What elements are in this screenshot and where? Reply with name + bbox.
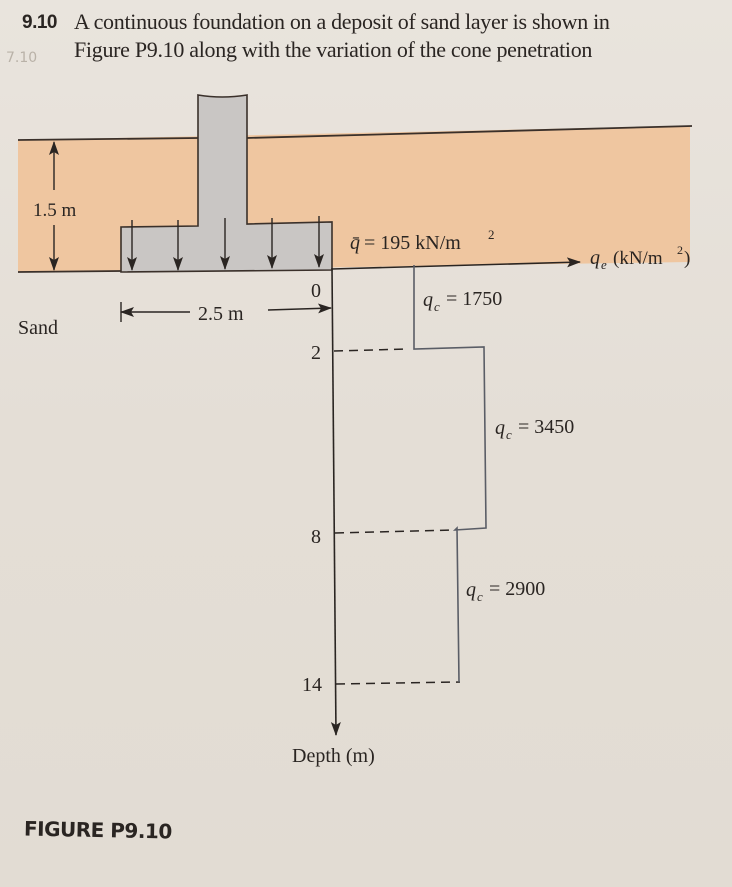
svg-text:(kN/m: (kN/m	[613, 248, 663, 269]
foundation-base-line	[17, 270, 122, 273]
svg-text:2: 2	[488, 227, 495, 242]
svg-text:c: c	[434, 299, 440, 314]
svg-text:q: q	[466, 579, 476, 601]
svg-text:c: c	[477, 589, 483, 604]
ground-surface-left	[17, 137, 199, 141]
depth-axis	[330, 267, 341, 736]
qc-label-2900: q c = 2900	[466, 578, 545, 604]
svg-text:= 195 kN/m: = 195 kN/m	[364, 232, 461, 254]
depth-dimension-label: 1.5 m	[33, 200, 77, 221]
svg-text:= 3450: = 3450	[518, 416, 574, 438]
soil-label: Sand	[18, 317, 58, 339]
svg-text:q: q	[590, 247, 600, 269]
qc-label-1750: q c = 1750	[423, 288, 502, 314]
x-axis-label: q e (kN/m 2 )	[590, 243, 690, 272]
svg-text:= 2900: = 2900	[489, 578, 545, 600]
foundation	[120, 94, 333, 273]
svg-text:): )	[684, 248, 690, 269]
width-dimension-label: 2.5 m	[198, 303, 244, 325]
pencil-annotation: 7.10	[6, 50, 38, 66]
pressure-arrows	[127, 216, 324, 271]
svg-text:= 1750: = 1750	[446, 288, 502, 310]
depth-tick-0: 0	[311, 280, 321, 302]
problem-text-line-1: A continuous foundation on a deposit of …	[74, 9, 610, 34]
svg-text:q: q	[423, 289, 433, 311]
qe-axis	[331, 257, 581, 270]
y-axis-label: Depth (m)	[292, 745, 375, 767]
figure-caption: FIGURE P9.10	[23, 816, 173, 844]
qc-label-3450: q c = 3450	[495, 416, 574, 442]
depth-guides	[333, 348, 461, 685]
depth-tick-2: 2	[311, 342, 321, 364]
svg-text:2: 2	[677, 243, 683, 257]
width-dim-right	[267, 303, 332, 314]
svg-text:e: e	[601, 257, 607, 272]
problem-number: 9.10	[22, 12, 57, 33]
depth-tick-8: 8	[311, 526, 321, 548]
ground-surface-right	[246, 125, 693, 139]
q-bar-label: q̄ = 195 kN/m 2	[350, 227, 495, 254]
svg-text:q̄: q̄	[350, 232, 360, 254]
cone-resistance-profile	[413, 265, 487, 683]
depth-tick-14: 14	[302, 674, 322, 696]
svg-text:q: q	[495, 417, 505, 439]
svg-text:c: c	[506, 427, 512, 442]
problem-text-line-2: Figure P9.10 along with the variation of…	[74, 37, 593, 62]
